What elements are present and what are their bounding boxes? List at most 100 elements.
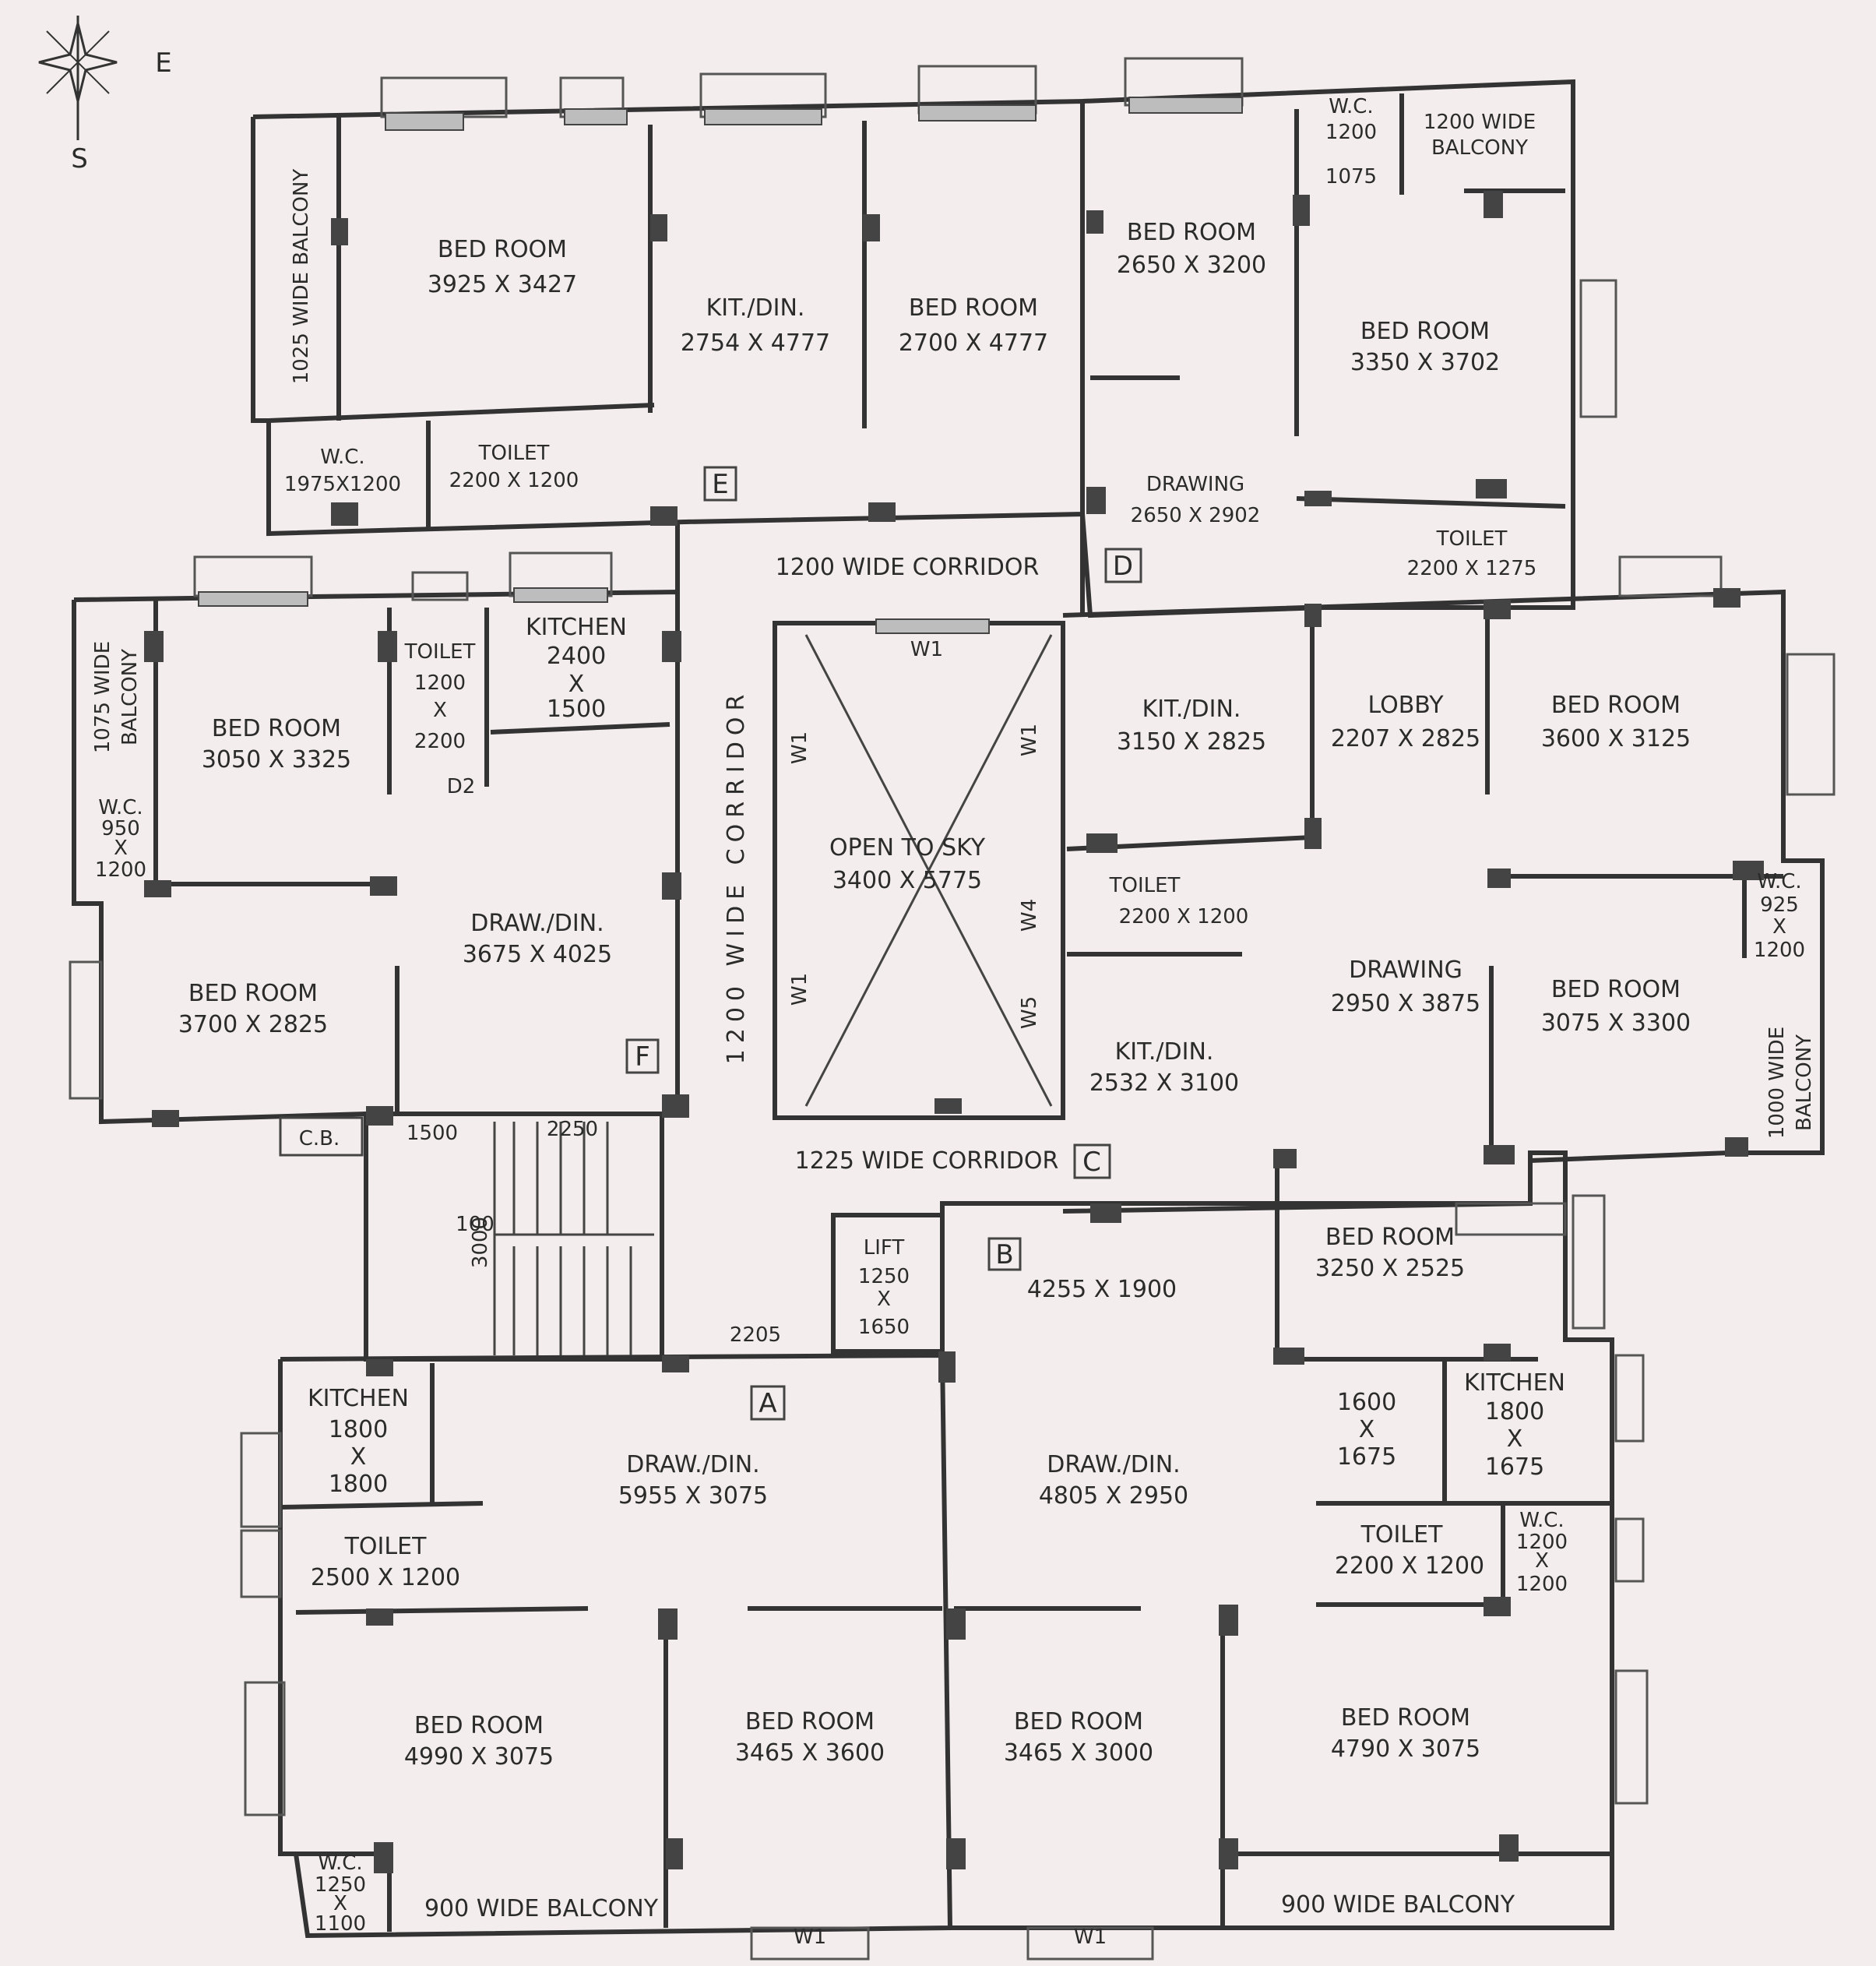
e-balcony-label: 1025 WIDE BALCONY	[290, 169, 313, 385]
window-w5: W5	[1018, 996, 1041, 1029]
e-toilet-name: TOILET	[478, 442, 550, 465]
unit-c-tag: C	[1082, 1147, 1101, 1178]
open-to-sky-size: 3400 X 5775	[832, 867, 982, 894]
f-door-d2: D2	[447, 775, 476, 798]
f-bedroom1-size: 3050 X 3325	[202, 746, 351, 773]
compass-south-label: S	[71, 143, 88, 174]
vertical-corridor-label: 1200 WIDE CORRIDOR	[723, 689, 750, 1065]
cb-label: C.B.	[299, 1127, 340, 1150]
b-toilet-size: 2200 X 1200	[1335, 1552, 1484, 1580]
stair-dim-2250: 2250	[547, 1118, 598, 1141]
b-kitchen-x: X	[1507, 1425, 1523, 1453]
e-kitchen-name: KIT./DIN.	[706, 294, 805, 322]
c-wc-name: W.C.	[1757, 870, 1801, 893]
d-toilet-size: 2200 X 1275	[1407, 557, 1537, 580]
d-toilet-name: TOILET	[1436, 527, 1508, 551]
e-bedroom2-size: 2700 X 4777	[899, 329, 1048, 357]
stair-dim-3000: 3000	[469, 1217, 492, 1268]
f-balcony-width: 1075 WIDE	[91, 641, 114, 753]
d-drawing-size: 2650 X 2902	[1131, 504, 1261, 527]
open-to-sky-label: OPEN TO SKY	[829, 834, 986, 861]
window-w1-bottom-a: W1	[794, 1925, 826, 1949]
dim-2205: 2205	[730, 1323, 781, 1347]
e-bedroom2-name: BED ROOM	[909, 294, 1038, 322]
d-bedroom1-size: 2650 X 3200	[1117, 252, 1266, 279]
c-wc-x: X	[1772, 915, 1786, 939]
a-wc-name: W.C.	[318, 1851, 362, 1875]
f-wc-name: W.C.	[98, 796, 143, 819]
e-kitchen-size: 2754 X 4777	[681, 329, 830, 357]
compass-east-label: E	[155, 48, 171, 79]
a-wc-width: 1250	[315, 1873, 366, 1897]
a-bedroom1-name: BED ROOM	[414, 1712, 544, 1739]
stair-treads	[493, 1122, 654, 1355]
e-wc-size: 1975X1200	[284, 473, 401, 496]
b-wc-x: X	[1535, 1549, 1549, 1573]
f-kitchen-depth: 1500	[547, 696, 606, 723]
b-toilet-name: TOILET	[1360, 1521, 1443, 1548]
f-drawing-size: 3675 X 4025	[463, 941, 612, 968]
b-store-x: X	[1359, 1416, 1375, 1443]
e-bedroom1-size: 3925 X 3427	[428, 271, 577, 298]
c-bedroom2-size: 3075 X 3300	[1541, 1009, 1691, 1037]
stair-dim-100: 100	[456, 1213, 495, 1236]
c-balcony-width: 1000 WIDE	[1765, 1027, 1789, 1139]
b-bedroom3-size: 4790 X 3075	[1331, 1735, 1480, 1763]
unit-b-tag: B	[995, 1239, 1013, 1270]
b-bedroom3-name: BED ROOM	[1341, 1704, 1470, 1732]
b-bedroom2-name: BED ROOM	[1014, 1708, 1143, 1735]
unit-tags: E D F C B A	[625, 466, 1142, 1421]
a-drawing-size: 5955 X 3075	[618, 1482, 768, 1510]
c-wc-depth: 1200	[1754, 939, 1805, 962]
b-wc-width: 1200	[1516, 1531, 1568, 1554]
a-drawing-name: DRAW./DIN.	[626, 1451, 759, 1478]
c-kitchen2-name: KIT./DIN.	[1115, 1038, 1214, 1066]
c-bedroom1-size: 3600 X 3125	[1541, 725, 1691, 752]
unit-f-tag: F	[635, 1041, 650, 1073]
a-wc-x: X	[333, 1892, 347, 1915]
unit-d-tag: D	[1113, 551, 1133, 582]
columns	[144, 191, 1764, 1873]
walls	[72, 79, 1825, 1939]
a-toilet-name: TOILET	[344, 1533, 427, 1560]
c-kitchen2-size: 2532 X 3100	[1089, 1069, 1239, 1097]
f-kitchen-x: X	[568, 671, 585, 698]
c-bedroom1-name: BED ROOM	[1551, 692, 1681, 719]
c-lobby-size: 2207 X 2825	[1331, 725, 1480, 752]
b-drawing-name: DRAW./DIN.	[1047, 1451, 1180, 1478]
f-bedroom2-name: BED ROOM	[188, 980, 318, 1007]
a-balcony-label: 900 WIDE BALCONY	[424, 1895, 659, 1922]
corridor-1225-label: 1225 WIDE CORRIDOR	[795, 1147, 1059, 1175]
d-wc-width: 1200	[1325, 121, 1377, 144]
window-w1-sky-left: W1	[788, 731, 811, 764]
d-bedroom2-size: 3350 X 3702	[1350, 349, 1500, 376]
c-kitchen1-size: 3150 X 2825	[1117, 728, 1266, 756]
b-store-depth: 1675	[1337, 1443, 1396, 1471]
a-bedroom2-size: 3465 X 3600	[735, 1739, 885, 1767]
a-bedroom1-size: 4990 X 3075	[404, 1743, 554, 1770]
b-wc-depth: 1200	[1516, 1573, 1568, 1596]
b-kitchen-width: 1800	[1485, 1398, 1544, 1425]
stair-dim-1500: 1500	[407, 1122, 458, 1145]
c-wc-width: 925	[1760, 893, 1799, 917]
a-toilet-size: 2500 X 1200	[311, 1564, 460, 1591]
c-lobby-name: LOBBY	[1367, 692, 1444, 719]
f-wc-depth: 1200	[95, 858, 146, 882]
e-toilet-size: 2200 X 1200	[449, 469, 579, 492]
window-w1-sky-left2: W1	[788, 973, 811, 1006]
window-w1-bottom-b: W1	[1074, 1925, 1107, 1949]
a-wc-depth: 1100	[315, 1912, 366, 1936]
lift-name: LIFT	[864, 1236, 905, 1260]
b-balcony-label: 900 WIDE BALCONY	[1281, 1891, 1515, 1918]
f-wc-width: 950	[101, 817, 140, 840]
d-wc-name: W.C.	[1329, 95, 1373, 118]
f-kitchen-name: KITCHEN	[526, 614, 627, 641]
a-kitchen-name: KITCHEN	[308, 1385, 409, 1412]
f-drawing-name: DRAW./DIN.	[470, 910, 604, 937]
c-bedroom2-name: BED ROOM	[1551, 976, 1681, 1003]
c-toilet-size: 2200 X 1200	[1119, 905, 1249, 928]
lift-x: X	[877, 1288, 891, 1311]
d-balcony-width: 1200 WIDE	[1424, 111, 1536, 134]
b-store-width: 1600	[1337, 1389, 1396, 1416]
b-wc-name: W.C.	[1519, 1509, 1564, 1532]
